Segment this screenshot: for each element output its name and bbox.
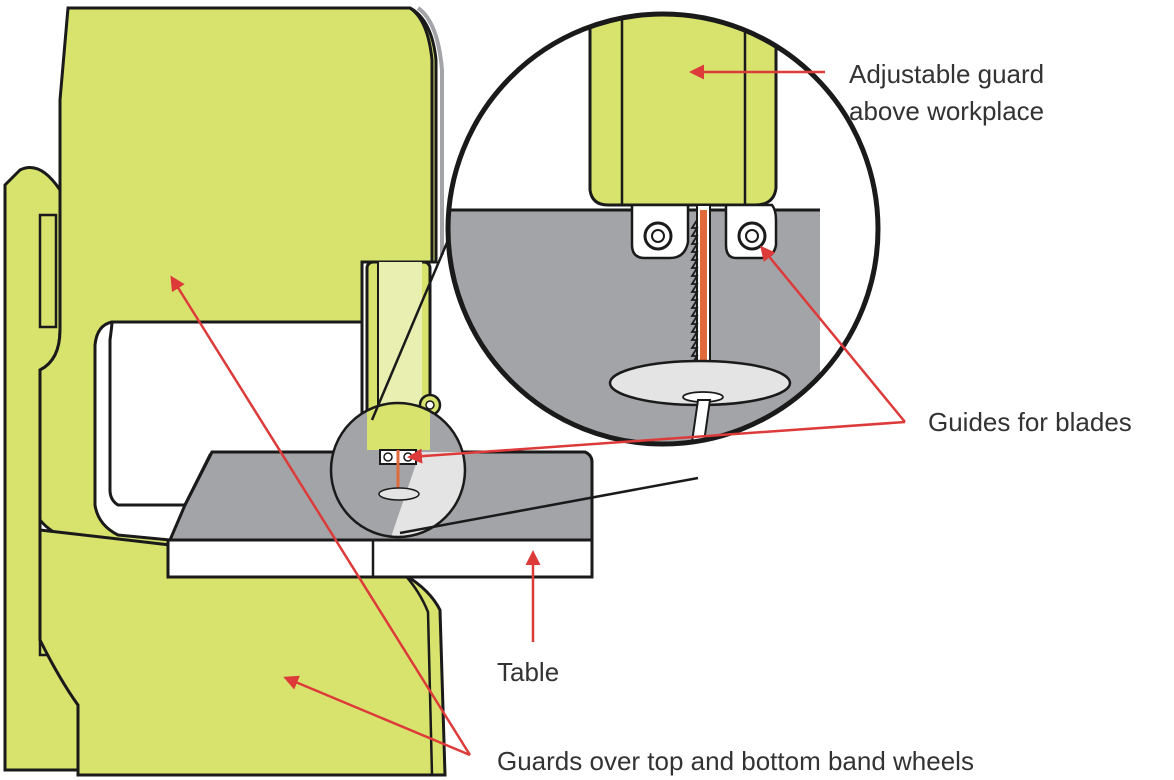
label-guides-for-blades: Guides for blades [928,407,1132,437]
throat-opening [108,320,364,507]
label-adjustable-guard-line1: Adjustable guard [849,59,1045,89]
housing-edge [409,6,434,262]
top-wheel-guard [38,6,438,552]
table-front-edge [166,538,594,579]
arrow-bottom-wheel [283,675,471,757]
label-guards-band-wheels: Guards over top and bottom band wheels [497,746,974,776]
arrow-guide-zoom [760,245,906,423]
label-table: Table [497,657,560,687]
arrow-guide-small [407,420,906,464]
arrow-top-wheel [170,275,472,756]
label-adjustable-guard-line2: above workplace [849,96,1045,126]
zoom-connector-lower [399,476,699,535]
vent-slot-upper [38,213,58,329]
zoom-detail-circle [445,11,881,447]
band-saw-body [3,6,447,777]
callout-arrows [170,64,906,757]
